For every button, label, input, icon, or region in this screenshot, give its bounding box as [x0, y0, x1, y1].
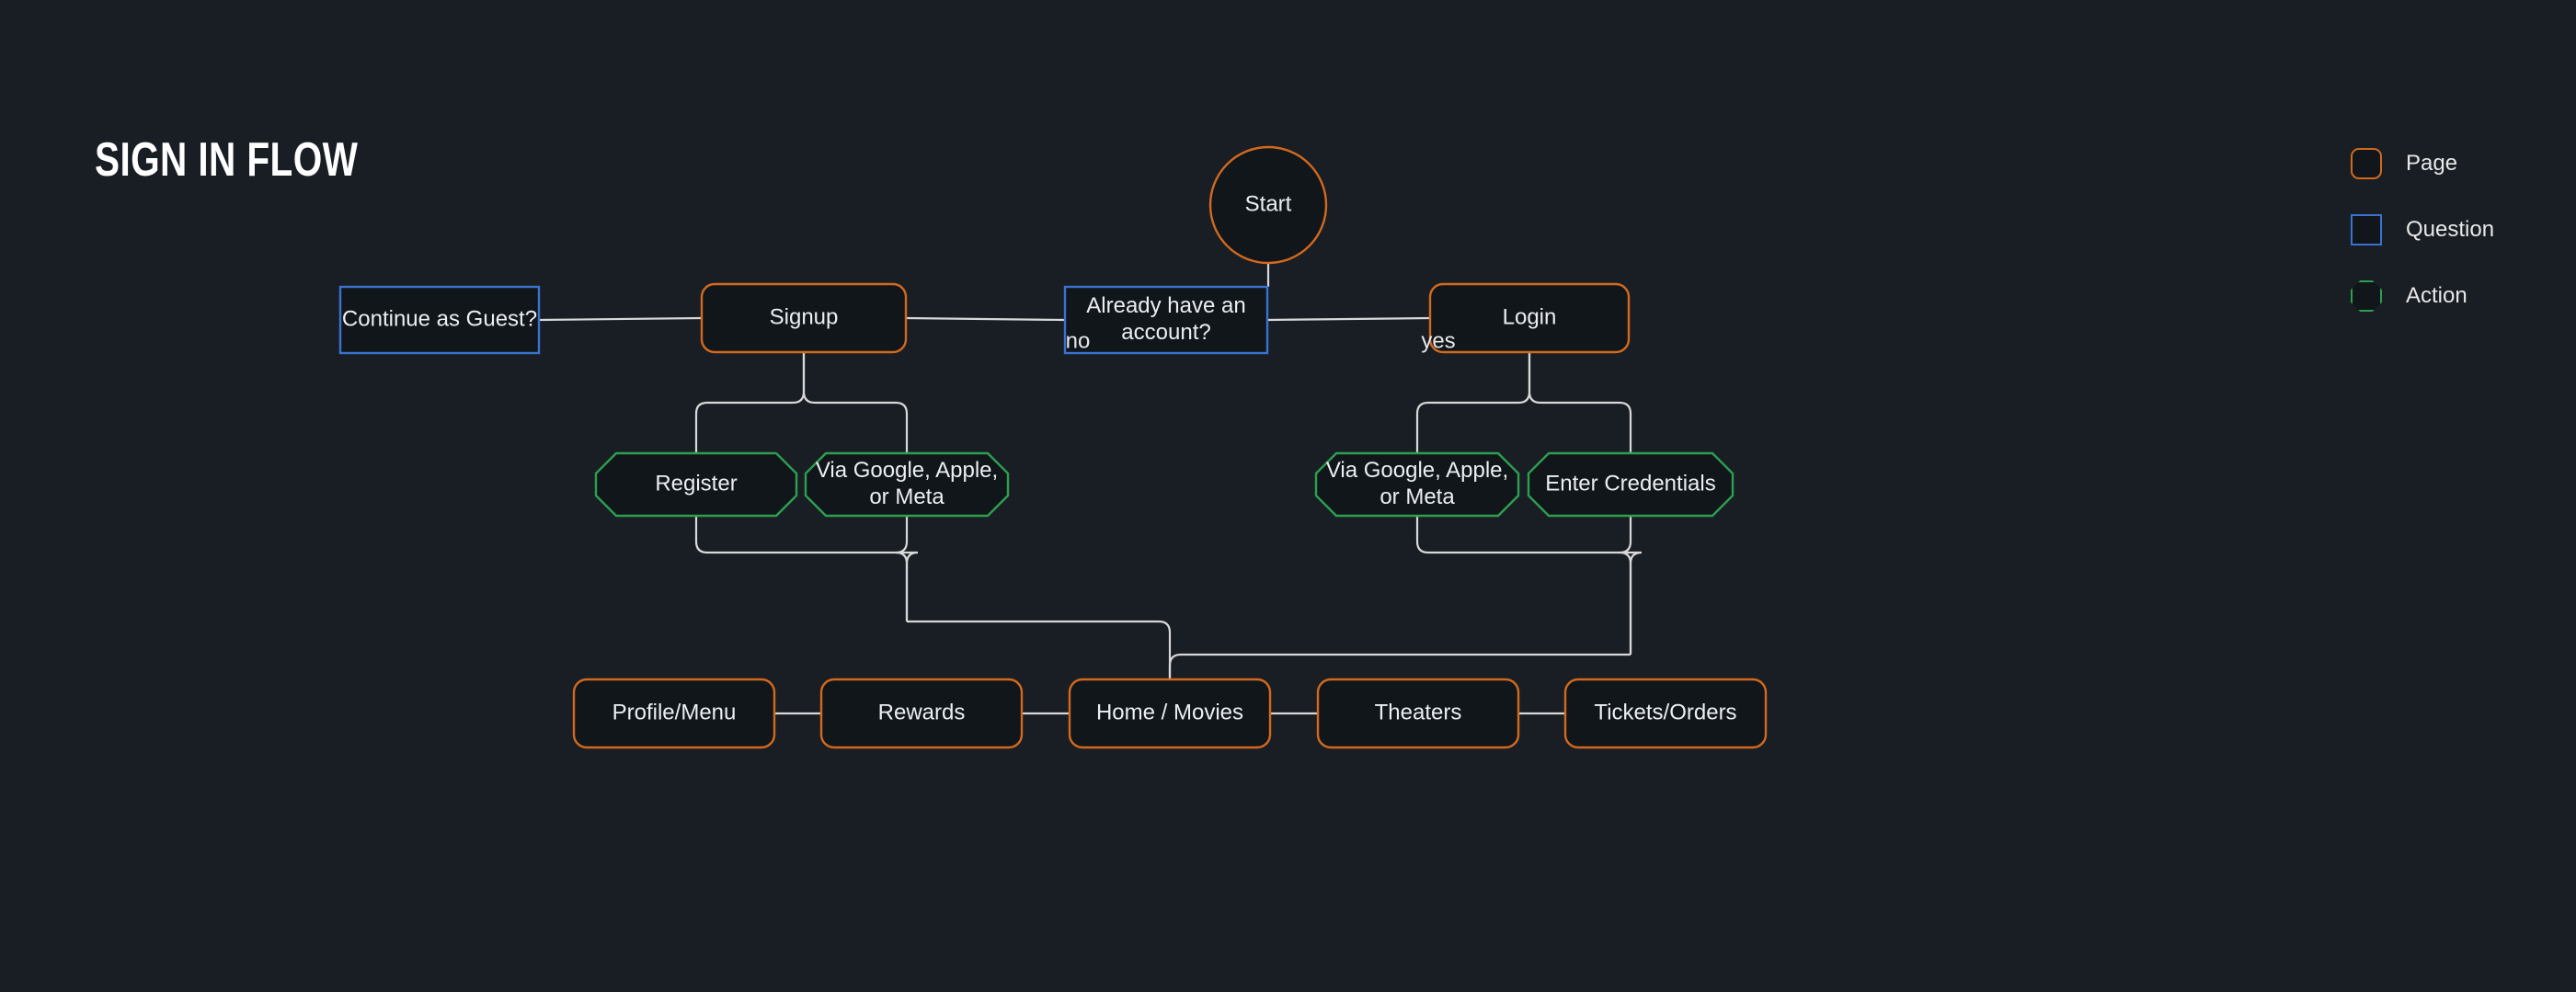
- connector-bus-left-to-home: [907, 620, 1172, 679]
- node-profile[interactable]: Profile/Menu: [572, 678, 776, 749]
- legend-label-page: Page: [2406, 151, 2458, 176]
- edge-label-yes: yes: [1421, 328, 1455, 353]
- connector-signup-merge-right: [895, 516, 919, 621]
- node-label: or Meta: [869, 485, 945, 509]
- node-shape-rounded-rect: [572, 678, 776, 749]
- legend-label-question: Question: [2406, 217, 2495, 242]
- connector-login-merge-right: [1619, 516, 1643, 655]
- node-start[interactable]: Start: [1208, 145, 1328, 265]
- connector-login-branch-right: [1528, 352, 1632, 453]
- connector-signup-branch-left: [694, 352, 806, 453]
- node-label: Already have an: [1086, 293, 1245, 318]
- node-theaters[interactable]: Theaters: [1316, 678, 1520, 749]
- node-rewards[interactable]: Rewards: [819, 678, 1024, 749]
- node-label: Login: [1503, 304, 1557, 329]
- node-shape-octagon: [1314, 451, 1520, 518]
- node-shape-rect: [338, 285, 541, 355]
- node-shape-rounded-rect: [700, 282, 908, 354]
- connector-signup-branch-right: [802, 352, 909, 453]
- node-guest[interactable]: Continue as Guest?: [338, 285, 541, 355]
- node-label: Via Google, Apple,: [816, 458, 998, 483]
- node-shape-octagon: [594, 451, 798, 518]
- action-shape-icon: [2351, 280, 2382, 312]
- connector-signup-to-guest: [538, 316, 703, 322]
- node-credentials[interactable]: Enter Credentials: [1527, 451, 1735, 518]
- node-shape-rounded-rect: [1068, 678, 1272, 749]
- legend-item-action: Action: [2351, 278, 2571, 314]
- node-social_login[interactable]: Via Google, Apple,or Meta: [1314, 451, 1520, 518]
- node-register[interactable]: Register: [594, 451, 798, 518]
- node-signup[interactable]: Signup: [700, 282, 908, 354]
- node-shape-octagon: [1527, 451, 1735, 518]
- connector-question-to-signup: [905, 316, 1066, 322]
- connector-signup-merge-left: [694, 516, 909, 621]
- node-tickets[interactable]: Tickets/Orders: [1563, 678, 1768, 749]
- page-shape-icon: [2351, 148, 2382, 179]
- page-title: SIGN IN FLOW: [95, 133, 359, 187]
- node-label: or Meta: [1380, 485, 1455, 509]
- node-label: Via Google, Apple,: [1326, 458, 1508, 483]
- connector-login-merge-left: [1415, 516, 1632, 655]
- node-label: Enter Credentials: [1545, 471, 1715, 496]
- connector-question-to-login: [1266, 316, 1431, 322]
- node-shape-rounded-rect: [819, 678, 1024, 749]
- node-label: Rewards: [878, 700, 966, 724]
- node-label: Start: [1245, 191, 1292, 216]
- node-shape-circle: [1208, 145, 1328, 265]
- legend: Page Question Action: [2351, 145, 2571, 344]
- node-shape-rounded-rect: [1563, 678, 1768, 749]
- connector-layer: [538, 263, 1643, 715]
- connector-bus-right-to-home: [1168, 653, 1631, 679]
- legend-label-action: Action: [2406, 283, 2467, 308]
- node-label: Profile/Menu: [613, 700, 737, 724]
- edge-label-layer: no yes: [1066, 328, 1456, 353]
- node-shape-rounded-rect: [1316, 678, 1520, 749]
- connector-login-branch-left: [1415, 352, 1531, 453]
- question-shape-icon: [2351, 214, 2382, 245]
- node-shape-octagon: [804, 451, 1010, 518]
- node-shape-rounded-rect: [1428, 282, 1631, 354]
- node-label: account?: [1121, 320, 1210, 345]
- node-label: Tickets/Orders: [1594, 700, 1736, 724]
- node-label: Home / Movies: [1096, 700, 1243, 724]
- node-login[interactable]: Login: [1428, 282, 1631, 354]
- node-shape-rect: [1063, 285, 1269, 355]
- legend-item-page: Page: [2351, 145, 2571, 182]
- node-label: Continue as Guest?: [342, 306, 537, 331]
- node-label: Signup: [770, 304, 839, 329]
- node-label: Register: [655, 471, 737, 496]
- node-label: Theaters: [1375, 700, 1462, 724]
- edge-label-no: no: [1066, 328, 1091, 353]
- node-social_signup[interactable]: Via Google, Apple,or Meta: [804, 451, 1010, 518]
- node-home[interactable]: Home / Movies: [1068, 678, 1272, 749]
- legend-item-question: Question: [2351, 211, 2571, 248]
